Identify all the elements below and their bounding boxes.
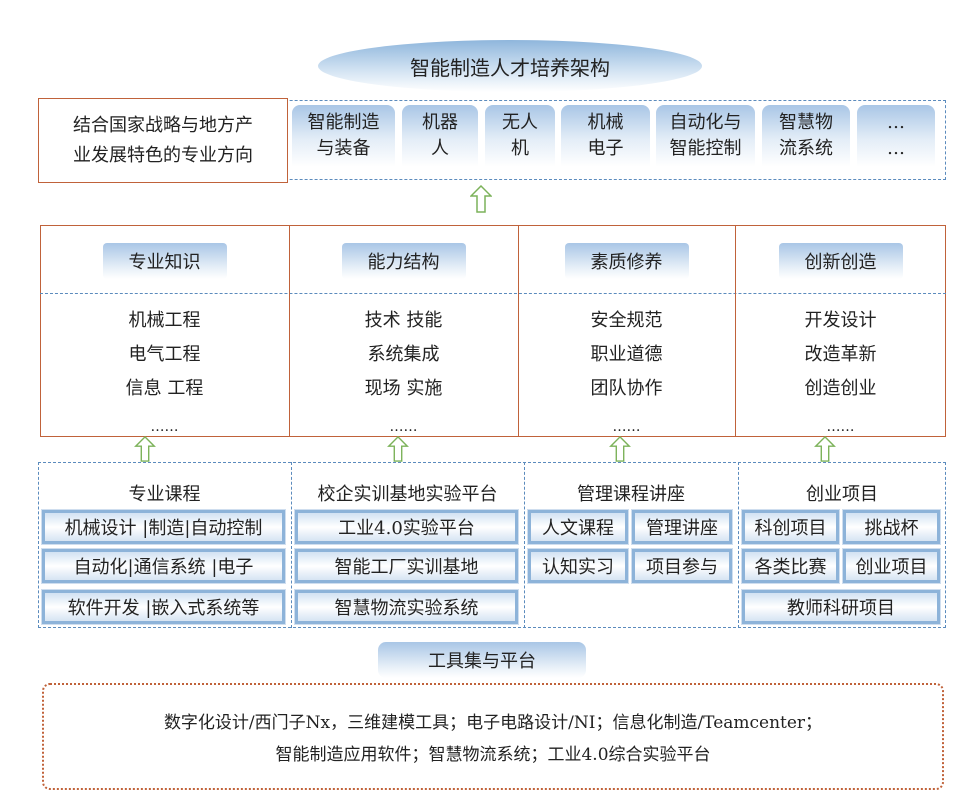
resource-item[interactable]: 项目参与: [632, 549, 732, 583]
major-label: 智慧物: [779, 112, 833, 133]
tools-label: 工具集与平台: [378, 642, 586, 678]
resources-frame: [38, 462, 946, 628]
resource-item[interactable]: 智能工厂实训基地: [295, 549, 518, 583]
capability-item: 技术 技能: [364, 310, 443, 331]
major-label: 流系统: [779, 138, 833, 159]
major-label: 电子: [587, 138, 624, 159]
resource-item[interactable]: 管理讲座: [632, 510, 732, 544]
capability-header: 素质修养: [564, 243, 689, 279]
capability-item: 改造革新: [804, 344, 877, 365]
major-label: 机械: [587, 112, 624, 133]
capabilities-frame: [40, 225, 946, 437]
up-arrow-icon: [387, 436, 409, 462]
capability-header: 专业知识: [102, 243, 227, 279]
tools-line1: 数字化设计/西门子Nx，三维建模工具；电子电路设计/NI；信息化制造/Teamc…: [163, 713, 823, 733]
direction-line2: 业发展特色的专业方向: [73, 144, 253, 166]
capability-header: 能力结构: [341, 243, 466, 279]
capability-more: ……: [150, 419, 179, 435]
resource-item[interactable]: 认知实习: [528, 549, 628, 583]
capability-item: 安全规范: [590, 310, 663, 331]
column-divider: [291, 462, 292, 628]
major-tab: 智能制造与装备: [292, 105, 395, 167]
capability-item: 创造创业: [804, 378, 877, 399]
major-label: 自动化与: [669, 112, 742, 133]
major-tab: 机械电子: [561, 105, 650, 167]
resource-item[interactable]: 智慧物流实验系统: [295, 590, 518, 624]
capability-item: 团队协作: [590, 378, 663, 399]
up-arrow-icon: [814, 436, 836, 462]
tools-box: 数字化设计/西门子Nx，三维建模工具；电子电路设计/NI；信息化制造/Teamc…: [42, 683, 944, 790]
major-label: 与装备: [316, 138, 371, 159]
resource-item[interactable]: 教师科研项目: [742, 590, 940, 624]
major-tab: 智慧物流系统: [762, 105, 850, 167]
major-label: 机: [511, 138, 529, 159]
resource-header: 管理课程讲座: [577, 484, 685, 505]
major-label: …: [887, 112, 905, 133]
capability-item: 机械工程: [128, 310, 201, 331]
major-tab: ……: [857, 105, 935, 167]
divider: [40, 293, 946, 294]
resource-item[interactable]: 挑战杯: [843, 510, 940, 544]
capability-item: 职业道德: [590, 344, 663, 365]
column-divider: [738, 462, 739, 628]
column-divider: [518, 225, 519, 437]
column-divider: [735, 225, 736, 437]
resource-item[interactable]: 科创项目: [742, 510, 839, 544]
capability-more: ……: [826, 419, 855, 435]
resource-header: 专业课程: [128, 484, 201, 505]
major-label: 无人: [502, 112, 538, 133]
capability-item: 开发设计: [804, 310, 877, 331]
resource-header: 校企实训基地实验平台: [317, 484, 498, 505]
resource-item[interactable]: 软件开发 |嵌入式系统等: [42, 590, 285, 624]
major-label: 人: [431, 138, 449, 159]
diagram-title: 智能制造人才培养架构: [318, 40, 702, 92]
capability-header: 创新创造: [778, 243, 903, 279]
resource-item[interactable]: 人文课程: [528, 510, 628, 544]
direction-box: 结合国家战略与地方产 业发展特色的专业方向: [38, 98, 288, 183]
resource-item[interactable]: 自动化|通信系统 |电子: [42, 549, 285, 583]
capability-item: 电气工程: [128, 344, 201, 365]
capability-item: 信息 工程: [125, 378, 204, 399]
resource-item[interactable]: 工业4.0实验平台: [295, 510, 518, 544]
up-arrow-icon: [470, 185, 492, 213]
capability-more: ……: [389, 419, 418, 435]
resource-item[interactable]: 机械设计 |制造|自动控制: [42, 510, 285, 544]
major-label: …: [887, 138, 905, 159]
up-arrow-icon: [134, 436, 156, 462]
major-tab: 无人机: [485, 105, 555, 167]
column-divider: [289, 225, 290, 437]
major-label: 智能控制: [669, 138, 742, 159]
tools-line2: 智能制造应用软件；智慧物流系统；工业4.0综合实验平台: [275, 745, 711, 765]
resource-item[interactable]: 各类比赛: [742, 549, 839, 583]
capability-more: ……: [612, 419, 641, 435]
direction-line1: 结合国家战略与地方产: [73, 114, 253, 136]
column-divider: [524, 462, 525, 628]
major-tab: 机器人: [402, 105, 478, 167]
major-tab: 自动化与智能控制: [656, 105, 755, 167]
major-label: 智能制造: [307, 112, 380, 133]
resource-header: 创业项目: [806, 484, 878, 505]
resource-item[interactable]: 创业项目: [843, 549, 940, 583]
major-label: 机器: [422, 112, 458, 133]
capability-item: 系统集成: [367, 344, 440, 365]
up-arrow-icon: [609, 436, 631, 462]
capability-item: 现场 实施: [364, 378, 443, 399]
